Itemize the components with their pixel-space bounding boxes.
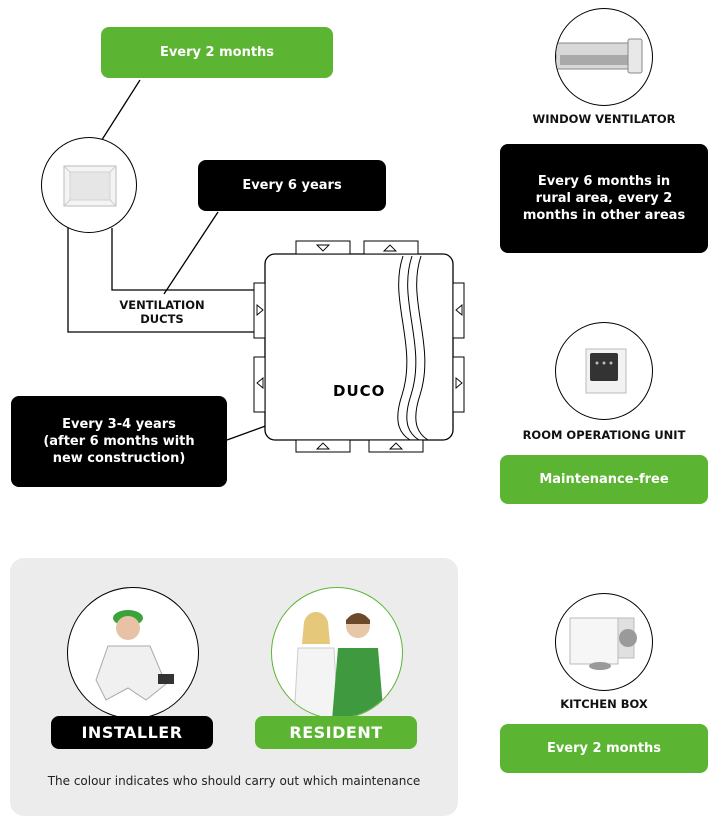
room-operating-unit-label: ROOM OPERATIONG UNIT — [522, 428, 686, 442]
unit-interval-callout: Every 3-4 years (after 6 months with new… — [11, 396, 227, 487]
brand-logo: DUCO — [333, 382, 386, 400]
resident-people-icon — [271, 587, 403, 719]
legend-note: The colour indicates who should carry ou… — [47, 774, 421, 788]
window-interval-callout: Every 6 months in rural area, every 2 mo… — [500, 144, 708, 253]
kitchen-interval-callout: Every 2 months — [500, 724, 708, 773]
kitchen-box-label: KITCHEN BOX — [560, 697, 648, 711]
window-ventilator-label: WINDOW VENTILATOR — [532, 112, 676, 126]
ventilation-unit — [264, 253, 454, 441]
ducts-interval-callout: Every 6 years — [198, 160, 386, 211]
installer-legend-pill: INSTALLER — [51, 716, 213, 749]
resident-legend-pill: RESIDENT — [255, 716, 417, 749]
ceiling-grille-icon — [41, 137, 137, 233]
kitchen-box-icon — [555, 593, 653, 691]
control-panel-icon — [555, 322, 653, 420]
grille-interval-callout: Every 2 months — [101, 27, 333, 78]
installer-person-icon — [67, 587, 199, 719]
room-unit-interval-callout: Maintenance-free — [500, 455, 708, 504]
ventilation-ducts-label: VENTILATION DUCTS — [119, 298, 205, 326]
window-ventilator-icon — [555, 8, 653, 106]
